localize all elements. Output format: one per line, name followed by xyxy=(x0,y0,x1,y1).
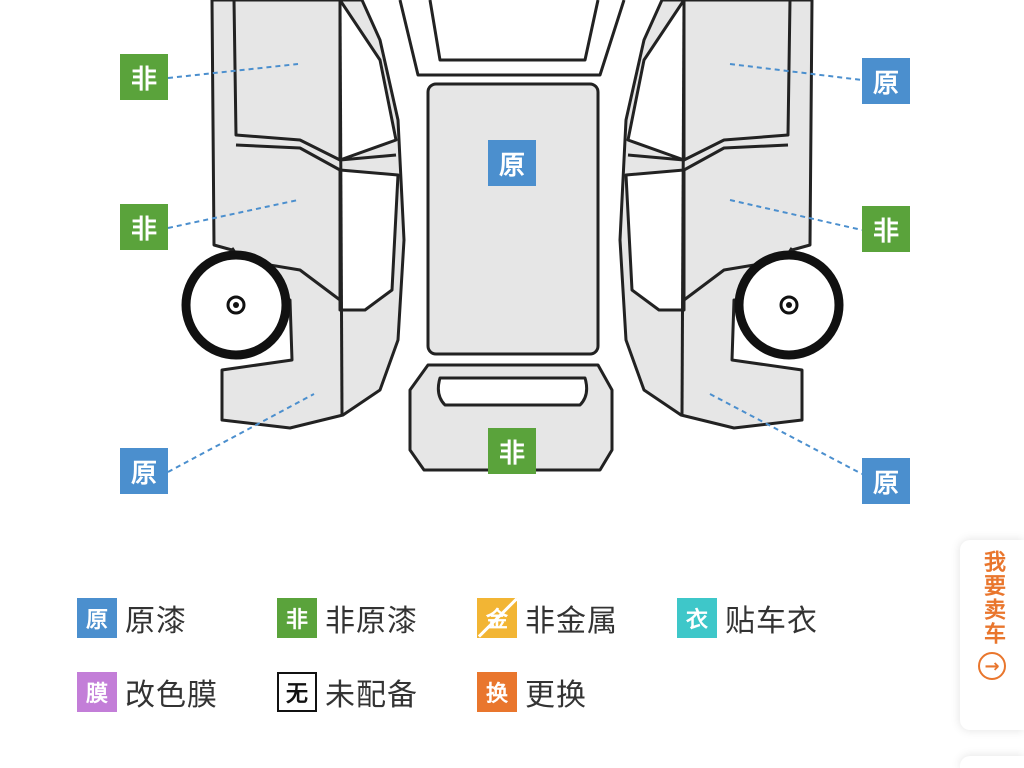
legend-swatch-not-equipped: 无 xyxy=(277,672,317,712)
legend-label-replaced: 更换 xyxy=(525,678,587,713)
legend-swatch-non-original: 非 xyxy=(277,598,317,638)
legend-label-not-equipped: 未配备 xyxy=(325,678,418,713)
secondary-floating-button[interactable] xyxy=(960,756,1024,768)
legend-not-equipped: 无 未配备 xyxy=(277,670,418,714)
legend-label-car-wrap: 贴车衣 xyxy=(725,604,818,639)
legend-replaced: 换 更换 xyxy=(477,670,587,714)
legend-label-non-original: 非原漆 xyxy=(325,604,418,639)
legend-original-paint: 原 原漆 xyxy=(77,596,187,640)
tag-right-rear-fender[interactable]: 原 xyxy=(862,458,910,504)
legend-label-original: 原漆 xyxy=(125,604,187,639)
right-window-2 xyxy=(624,168,686,312)
rear-window xyxy=(436,376,589,407)
left-window-2 xyxy=(338,168,400,312)
sell-car-button[interactable]: 我要卖车 → xyxy=(960,540,1024,730)
tag-roof[interactable]: 原 xyxy=(488,140,536,186)
legend-swatch-non-metal: 金 xyxy=(477,598,517,638)
legend-swatch-color-film: 膜 xyxy=(77,672,117,712)
tag-right-rear-door[interactable]: 非 xyxy=(862,206,910,252)
legend-non-original-paint: 非 非原漆 xyxy=(277,596,418,640)
car-body-diagram xyxy=(167,0,863,475)
legend-label-color-film: 改色膜 xyxy=(125,678,218,713)
left-wheel-icon xyxy=(181,250,291,360)
legend-swatch-replaced: 换 xyxy=(477,672,517,712)
sell-car-label: 我要卖车 xyxy=(980,550,1005,646)
legend-swatch-original: 原 xyxy=(77,598,117,638)
legend-color-film: 膜 改色膜 xyxy=(77,670,218,714)
arrow-right-circle-icon: → xyxy=(978,652,1006,680)
tag-left-front-door[interactable]: 非 xyxy=(120,54,168,100)
windshield-frame xyxy=(398,0,626,77)
tag-left-rear-fender[interactable]: 原 xyxy=(120,448,168,494)
legend-swatch-car-wrap: 衣 xyxy=(677,598,717,638)
legend-car-wrap: 衣 贴车衣 xyxy=(677,596,818,640)
tag-trunk[interactable]: 非 xyxy=(488,428,536,474)
tag-right-front-door[interactable]: 原 xyxy=(862,58,910,104)
legend-label-non-metal: 非金属 xyxy=(525,604,618,639)
legend-non-metal: 金 非金属 xyxy=(477,596,618,640)
right-wheel-icon xyxy=(734,250,844,360)
tag-left-rear-door[interactable]: 非 xyxy=(120,204,168,250)
paint-legend: 原 原漆 非 非原漆 金 非金属 衣 贴车衣 膜 改色膜 无 未配备 换 xyxy=(77,596,877,726)
roof-panel xyxy=(426,82,600,356)
